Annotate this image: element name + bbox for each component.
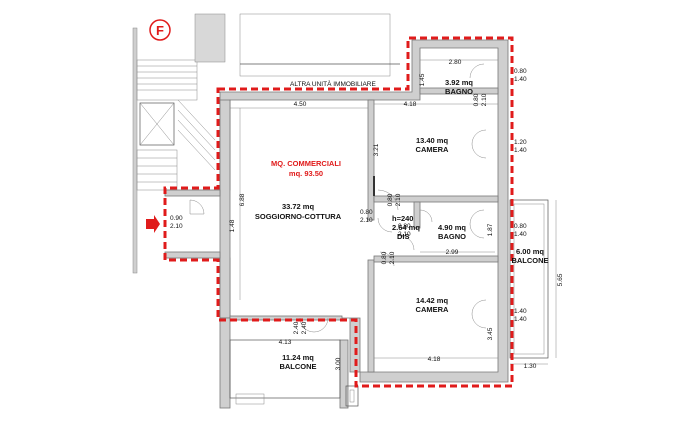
room-balcone-bottom-area: 11.24 mq bbox=[282, 353, 314, 362]
dim-080-210-a-2: 2.10 bbox=[481, 93, 488, 106]
room-camera-bottom-area: 14.42 mq bbox=[416, 296, 449, 305]
commercial-boundary bbox=[163, 36, 514, 388]
dim-413: 4.13 bbox=[279, 339, 292, 346]
balconies bbox=[229, 199, 549, 407]
dim-080-210-c-1: 0.80 bbox=[387, 193, 394, 206]
room-bagno-mid-area: 4.90 mq bbox=[438, 223, 466, 232]
dim-280: 2.80 bbox=[449, 59, 462, 66]
commercial-title: MQ. COMMERCIALI bbox=[271, 159, 341, 168]
dim-080-140-b-1: 0.80 bbox=[514, 223, 527, 230]
walls bbox=[164, 39, 509, 409]
dim-187: 1.87 bbox=[487, 223, 494, 236]
dim-240-240-1: 2.40 bbox=[293, 321, 300, 334]
dim-450: 4.50 bbox=[294, 101, 307, 108]
fire-symbol-letter: F bbox=[156, 23, 164, 38]
room-dis-name: DIS bbox=[397, 232, 410, 241]
room-balcone-right-name: BALCONE bbox=[511, 256, 548, 265]
dim-120-140-2: 1.40 bbox=[514, 147, 527, 154]
dim-321: 3.21 bbox=[373, 143, 380, 156]
dim-080-210-e-2: 2.10 bbox=[389, 251, 396, 264]
room-balcone-right-area: 6.00 mq bbox=[516, 247, 544, 256]
dim-140-140-2: 1.40 bbox=[514, 316, 527, 323]
doors bbox=[189, 63, 487, 333]
fire-symbol: F bbox=[149, 19, 171, 41]
room-bagno-top-area: 3.92 mq bbox=[445, 78, 473, 87]
dim-080-140-a-2: 1.40 bbox=[514, 76, 527, 83]
room-bagno-top-name: BAGNO bbox=[445, 87, 473, 96]
dim-080-140-a-1: 0.80 bbox=[514, 68, 527, 75]
room-dis-height: h=240 bbox=[392, 214, 413, 223]
room-camera-top-area: 13.40 mq bbox=[416, 136, 449, 145]
entrance-arrow-icon bbox=[146, 215, 160, 233]
dim-080-210-b-2: 2.10 bbox=[360, 217, 373, 224]
dim-345: 3.45 bbox=[487, 327, 494, 340]
dim-090-210-2: 2.10 bbox=[170, 223, 183, 230]
dimension-lines bbox=[230, 59, 557, 365]
room-camera-top-name: CAMERA bbox=[416, 145, 449, 154]
dim-148: 1.48 bbox=[229, 219, 236, 232]
room-soggiorno-name: SOGGIORNO-COTTURA bbox=[255, 212, 342, 221]
dim-120-140-1: 1.20 bbox=[514, 139, 527, 146]
dim-080-210-d-1: 0.80 bbox=[398, 223, 411, 230]
dim-080-210-e-1: 0.80 bbox=[381, 251, 388, 264]
dim-080-210-a-1: 0.80 bbox=[473, 93, 480, 106]
dim-080-140-b-2: 1.40 bbox=[514, 231, 527, 238]
room-camera-bottom-name: CAMERA bbox=[416, 305, 449, 314]
dim-418-top: 4.18 bbox=[404, 101, 417, 108]
dim-080-210-d-2: 2.10 bbox=[398, 231, 411, 238]
dim-080-210-b-1: 0.80 bbox=[360, 209, 373, 216]
dim-299: 2.99 bbox=[446, 249, 459, 256]
dim-145: 1.45 bbox=[419, 73, 426, 86]
dim-090-210-1: 0.90 bbox=[170, 215, 183, 222]
dim-240-240-2: 2.40 bbox=[301, 321, 308, 334]
dim-300: 3.00 bbox=[335, 357, 342, 370]
dim-688: 6.88 bbox=[239, 193, 246, 206]
room-balcone-bottom-name: BALCONE bbox=[279, 362, 316, 371]
commercial-value: mq. 93.50 bbox=[289, 169, 323, 178]
staircase-area bbox=[132, 13, 400, 274]
dim-080-210-c-2: 2.10 bbox=[395, 193, 402, 206]
dim-130: 1.30 bbox=[524, 363, 537, 370]
room-dis-area: 2.64 mq bbox=[392, 223, 420, 232]
room-soggiorno-area: 33.72 mq bbox=[282, 202, 315, 211]
dim-565: 5.65 bbox=[557, 273, 564, 286]
other-unit-label: ALTRA UNITÀ IMMOBILIARE bbox=[290, 79, 377, 88]
room-bagno-mid-name: BAGNO bbox=[438, 232, 466, 241]
dim-140-140-1: 1.40 bbox=[514, 308, 527, 315]
dim-418-bottom: 4.18 bbox=[428, 356, 441, 363]
